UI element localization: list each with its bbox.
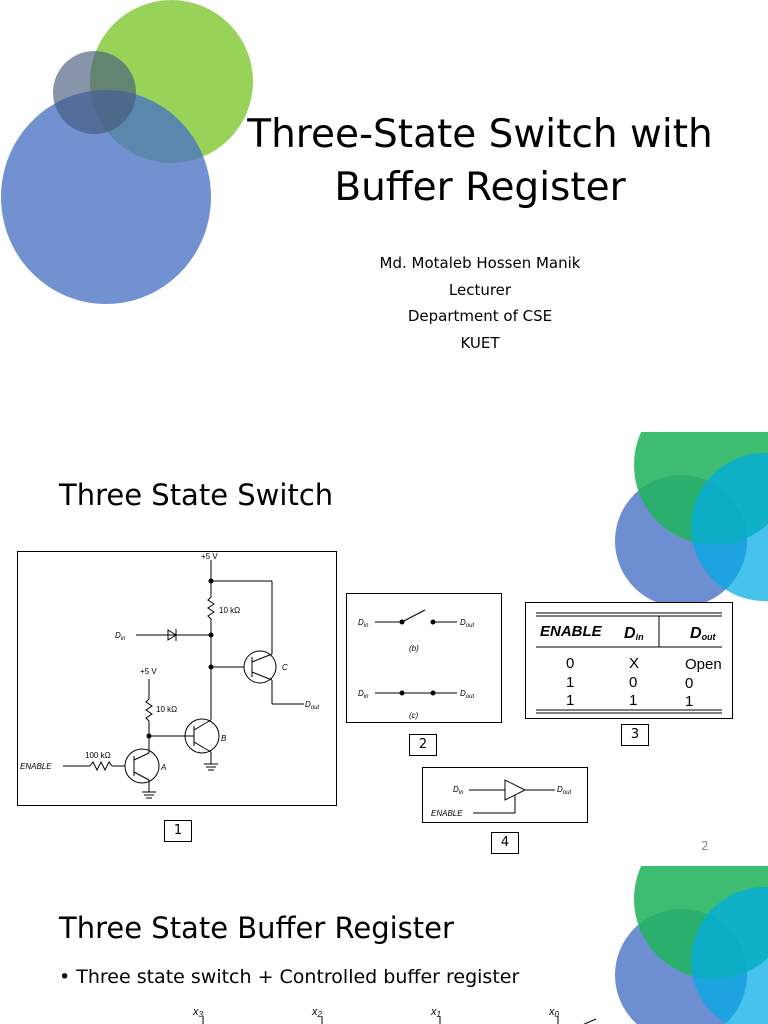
transistor-circuit-figure: +5 V 10 kΩ Din +5 V 10 kΩ C Dout B 100 k…: [17, 551, 337, 806]
author-position: Lecturer: [448, 281, 512, 299]
transistor-a-label: A: [160, 763, 166, 772]
decorative-circle-slate: [53, 51, 136, 134]
buffer-symbol-diagram: Din Dout ENABLE: [431, 779, 571, 818]
enable-label: ENABLE: [20, 762, 52, 771]
switch-c-dout-label: Dout: [460, 689, 474, 700]
supply-top-label: +5 V: [201, 552, 218, 561]
author-name: Md. Motaleb Hossen Manik: [379, 254, 581, 272]
table-cell: Open: [685, 656, 722, 673]
resistor-top-label: 10 kΩ: [219, 606, 240, 615]
buffer-symbol-figure: Din Dout ENABLE: [422, 767, 588, 823]
author-institution: KUET: [460, 334, 500, 352]
slide-title-line-1: Three-State Switch with: [247, 112, 713, 157]
switch-c-din-label: Din: [358, 689, 369, 700]
slide-title-line-2: Buffer Register: [334, 165, 626, 210]
supply-left-label: +5 V: [140, 667, 157, 676]
switch-caption-c: (c): [409, 711, 419, 720]
figure-label-2: 2: [409, 734, 437, 756]
page-number: 2: [701, 839, 709, 853]
din-label: Din: [115, 631, 126, 642]
table-cell: 1: [629, 692, 637, 709]
three-state-switch-slide: Three State Switch: [0, 432, 768, 864]
figure-label-1: 1: [164, 820, 192, 842]
switch-figure: Din Dout (b) Din Dout (c): [346, 593, 502, 723]
title-slide: Three-State Switch with Buffer Register …: [0, 0, 768, 432]
switch-b-dout-label: Dout: [460, 618, 474, 629]
transistor-b-label: B: [221, 734, 227, 743]
transistor-circuit-diagram: +5 V 10 kΩ Din +5 V 10 kΩ C Dout B 100 k…: [20, 552, 319, 799]
three-state-buffer-register-slide: Three State Buffer Register • Three stat…: [0, 866, 768, 1024]
table-cell: X: [629, 655, 639, 672]
author-department: Department of CSE: [407, 307, 553, 325]
bullet-point: • Three state switch + Controlled buffer…: [59, 966, 520, 988]
table-cell: 1: [566, 692, 574, 709]
input-x2-label: x2: [311, 1006, 323, 1019]
slide-title: Three State Switch: [59, 478, 334, 512]
truth-table: ENABLE Din Dout 0 X Open 1 0 0 1 1 1: [536, 612, 722, 714]
input-x0-label: x0: [548, 1006, 560, 1019]
slide-title: Three-State Switch with Buffer Register: [230, 108, 730, 214]
switch-b-din-label: Din: [358, 618, 369, 629]
buffer-dout-label: Dout: [557, 785, 571, 796]
table-cell: 1: [685, 693, 693, 710]
dout-label: Dout: [305, 700, 319, 711]
buffer-din-label: Din: [453, 785, 464, 796]
table-cell: 1: [566, 674, 574, 691]
table-cell: 0: [685, 675, 693, 692]
register-inputs-diagram: x3 x2 x1 x0: [192, 1006, 597, 1024]
figure-label-3: 3: [621, 724, 649, 746]
table-header-enable: ENABLE: [540, 623, 603, 640]
figure-label-4: 4: [491, 832, 519, 854]
slide-title: Three State Buffer Register: [59, 911, 454, 945]
table-header-din: Din: [624, 625, 644, 642]
switch-caption-b: (b): [409, 644, 419, 653]
switch-diagram: Din Dout (b) Din Dout (c): [358, 609, 474, 720]
table-cell: 0: [629, 674, 637, 691]
buffer-enable-label: ENABLE: [431, 809, 463, 818]
input-x1-label: x1: [430, 1006, 441, 1019]
truth-table-figure: ENABLE Din Dout 0 X Open 1 0 0 1 1 1: [525, 602, 733, 719]
transistor-c-label: C: [282, 663, 288, 672]
resistor-enable-label: 100 kΩ: [85, 751, 111, 760]
table-header-dout: Dout: [690, 625, 717, 642]
resistor-mid-label: 10 kΩ: [156, 705, 177, 714]
table-cell: 0: [566, 655, 574, 672]
input-x3-label: x3: [192, 1006, 204, 1019]
